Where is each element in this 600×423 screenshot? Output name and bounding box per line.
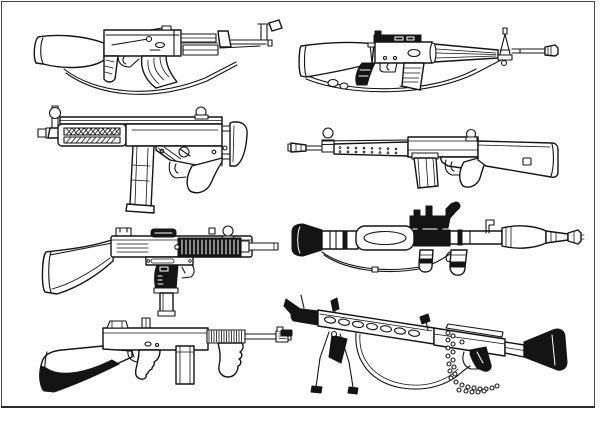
thompson-drawing	[39, 317, 292, 393]
m16-drawing	[298, 27, 559, 93]
mg42-drawing	[280, 294, 568, 395]
uzi-drawing	[41, 225, 279, 317]
ak47-drawing	[33, 19, 283, 95]
g3-drawing	[287, 127, 559, 189]
mp5-drawing	[37, 105, 248, 214]
rpg7-drawing	[291, 201, 585, 276]
